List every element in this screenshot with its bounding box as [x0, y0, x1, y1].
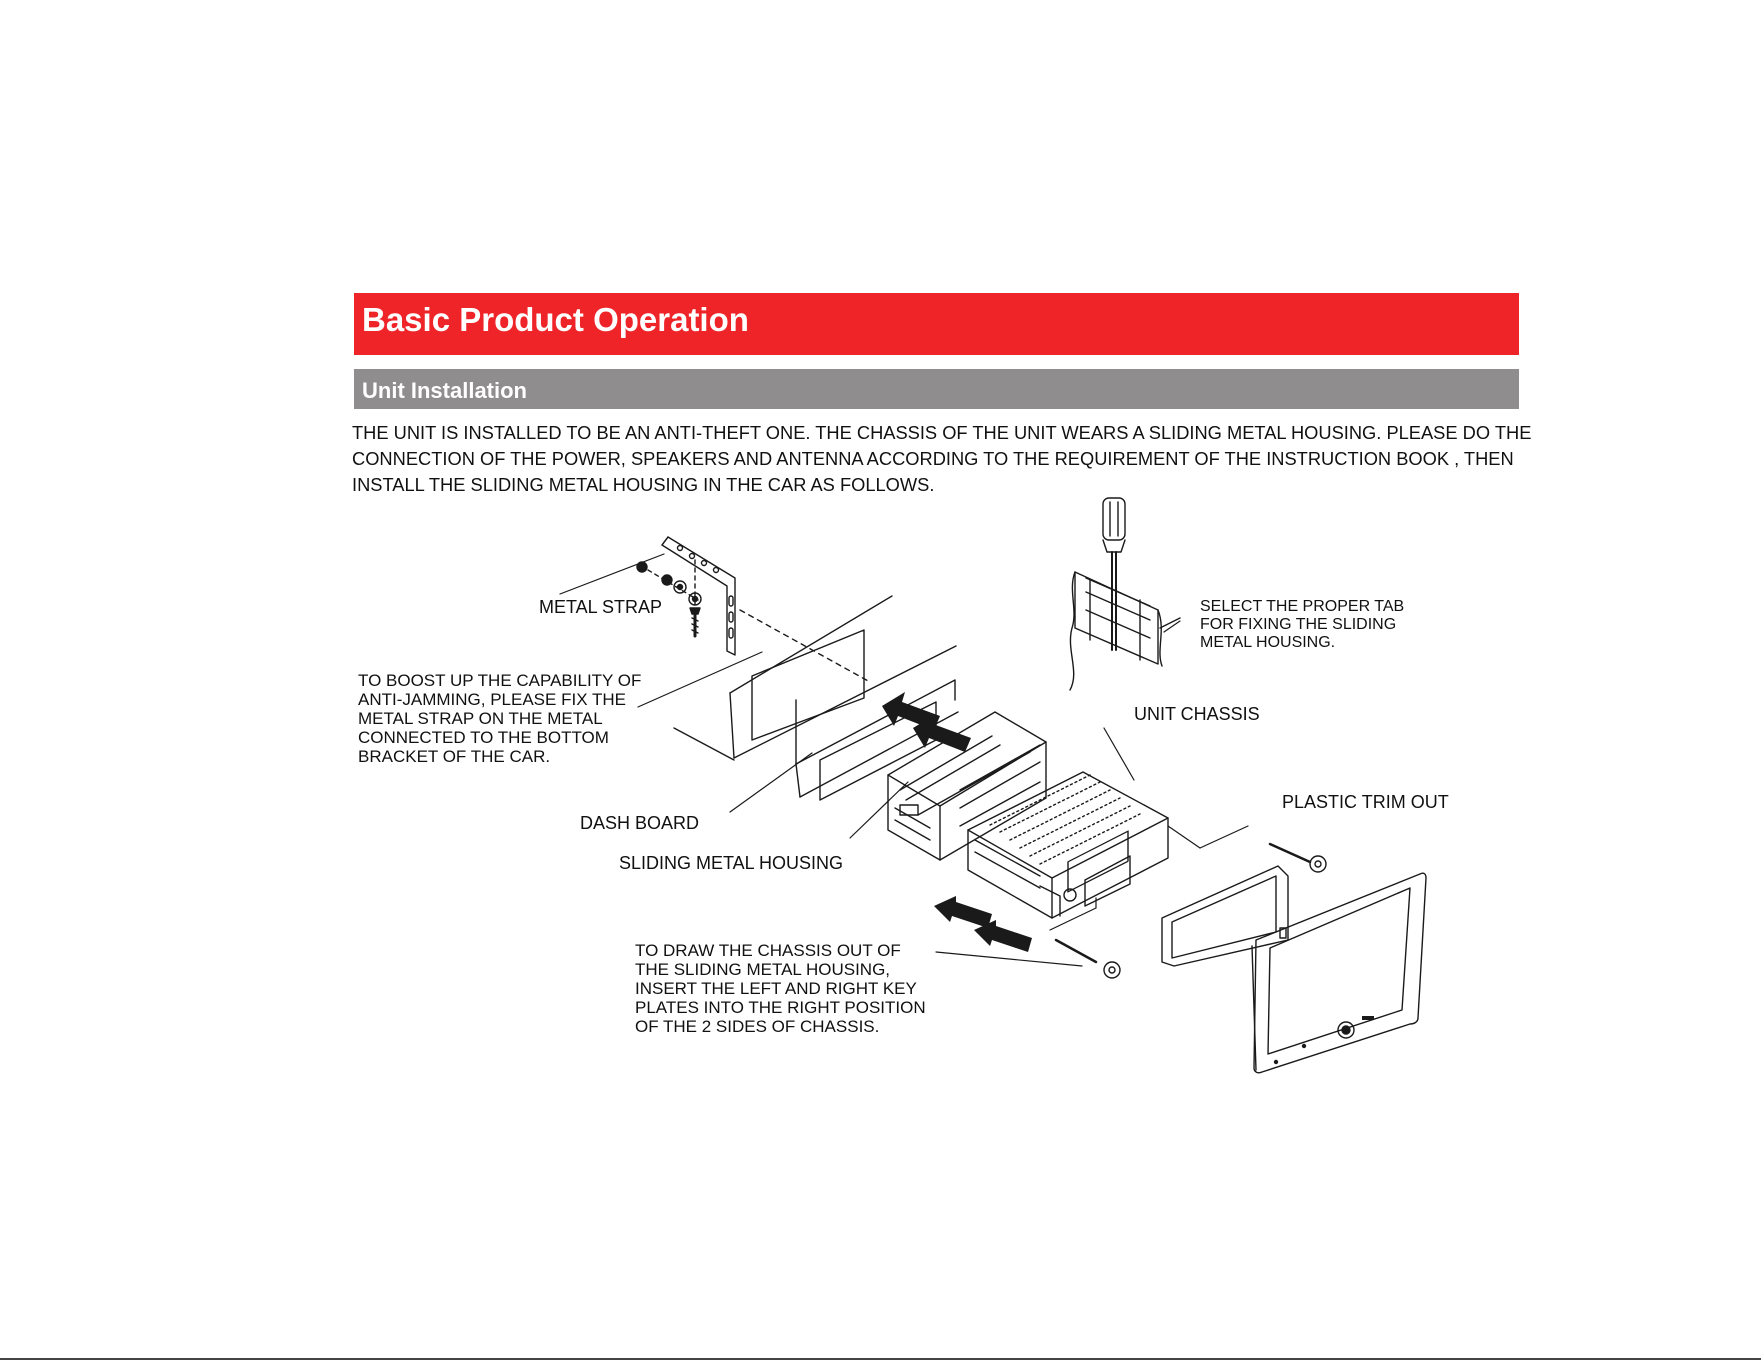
label-plastic-trim-out: PLASTIC TRIM OUT: [1282, 792, 1449, 812]
intro-line: INSTALL THE SLIDING METAL HOUSING IN THE…: [352, 474, 935, 495]
key-plates-drawing: [1054, 842, 1327, 979]
intro-line: THE UNIT IS INSTALLED TO BE AN ANTI-THEF…: [352, 422, 1532, 443]
label-anti-jamming: TO BOOST UP THE CAPABILITY OF ANTI-JAMMI…: [358, 671, 641, 766]
label-select-tab: SELECT THE PROPER TAB FOR FIXING THE SLI…: [1200, 598, 1404, 652]
label-line: TO BOOST UP THE CAPABILITY OF: [358, 671, 642, 690]
label-line: SELECT THE PROPER TAB: [1200, 598, 1405, 615]
metal-strap-drawing: [636, 536, 871, 683]
intro-paragraph: THE UNIT IS INSTALLED TO BE AN ANTI-THEF…: [352, 420, 1532, 498]
unit-chassis-drawing: [967, 771, 1169, 919]
label-line: INSERT THE LEFT AND RIGHT KEY: [635, 979, 917, 998]
page-header-bar: Basic Product Operation: [354, 293, 1519, 355]
label-metal-strap: METAL STRAP: [539, 597, 663, 617]
leader-lines: [559, 553, 1249, 967]
label-line: TO DRAW THE CHASSIS OUT OF: [635, 941, 901, 960]
footer-rule: [0, 1358, 1761, 1360]
section-title: Unit Installation: [362, 378, 527, 403]
page-title: Basic Product Operation: [362, 301, 749, 338]
label-line: THE SLIDING METAL HOUSING,: [635, 960, 891, 979]
label-draw-chassis: TO DRAW THE CHASSIS OUT OF THE SLIDING M…: [635, 941, 926, 1036]
plastic-trim-drawing: [1161, 865, 1289, 967]
label-line: ANTI-JAMMING, PLEASE FIX THE: [358, 690, 626, 709]
sliding-housing-drawing: [887, 711, 1047, 861]
intro-line: CONNECTION OF THE POWER, SPEAKERS AND AN…: [352, 448, 1514, 469]
label-unit-chassis: UNIT CHASSIS: [1134, 704, 1260, 724]
section-header-bar: Unit Installation: [354, 369, 1519, 409]
label-line: METAL STRAP ON THE METAL: [358, 709, 603, 728]
label-line: FOR FIXING THE SLIDING: [1200, 616, 1397, 633]
front-panel-drawing: [1251, 872, 1427, 1074]
label-dash-board: DASH BOARD: [580, 813, 700, 833]
label-line: PLATES INTO THE RIGHT POSITION: [635, 998, 926, 1017]
label-sliding-metal-housing: SLIDING METAL HOUSING: [619, 853, 844, 873]
label-line: OF THE 2 SIDES OF CHASSIS.: [635, 1017, 880, 1036]
dashboard-drawing: [673, 595, 959, 801]
screwdriver-detail-drawing: [1069, 497, 1181, 691]
label-line: CONNECTED TO THE BOTTOM: [358, 728, 609, 747]
label-line: BRACKET OF THE CAR.: [358, 747, 551, 766]
push-arrows: [882, 692, 1032, 952]
label-line: METAL HOUSING.: [1200, 634, 1336, 651]
